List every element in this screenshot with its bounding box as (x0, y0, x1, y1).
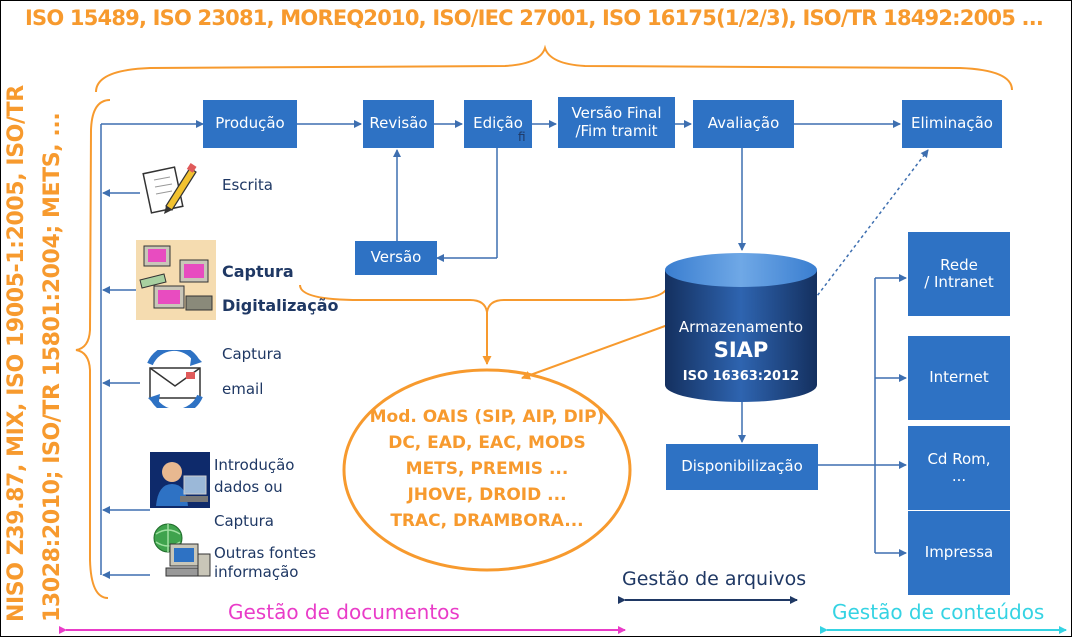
label-outras-fontes: Outras fontes (214, 544, 317, 562)
label-email: email (222, 380, 264, 398)
top-standards: ISO 15489, ISO 23081, MOREQ2010, ISO/IEC… (25, 6, 1044, 30)
oval-brace (299, 283, 669, 313)
user-computer-icon (150, 452, 210, 508)
label-digitalizacao: Digitalização (222, 296, 339, 315)
box-eliminacao: Eliminação (902, 100, 1002, 148)
preservation-oval (342, 368, 632, 572)
rede-line2: / Intranet (924, 273, 994, 291)
label-gestao-documentos: Gestão de documentos (228, 600, 460, 624)
preservation-line4: JHOVE, DROID ... (407, 485, 567, 505)
cdrom-line1: Cd Rom, (927, 449, 991, 468)
left-brace (75, 99, 111, 599)
label-captura-1: Captura (222, 262, 294, 281)
label-gestao-arquivos: Gestão de arquivos (622, 568, 807, 590)
label-escrita: Escrita (222, 176, 273, 194)
edicao-overlap-text: fi (518, 130, 526, 144)
label-gestao-conteudos: Gestão de conteúdos (832, 600, 1045, 624)
box-rede-intranet: Rede / Intranet (908, 232, 1010, 316)
box-cdrom: Cd Rom, ... (908, 426, 1010, 510)
box-versao-final: Versão Final /Fim tramit (558, 97, 675, 148)
top-brace (95, 44, 1013, 93)
label-captura-2: Captura (222, 345, 282, 363)
network-computer-icon (153, 523, 211, 577)
email-envelope-icon (147, 350, 203, 408)
box-edicao-label: Edição (473, 114, 523, 133)
storage-label: Armazenamento (678, 318, 804, 336)
cdrom-line2: ... (951, 467, 967, 485)
box-impressa: Impressa (908, 511, 1010, 595)
scanner-computers-icon (136, 240, 216, 320)
storage-siap: SIAP (713, 338, 769, 362)
storage-cylinder (665, 253, 817, 402)
versao-final-line1: Versão Final (571, 104, 662, 123)
versao-final-line2: /Fim tramit (575, 121, 658, 140)
pencil-paper-icon (142, 163, 197, 214)
rede-line1: Rede (940, 255, 978, 274)
preservation-line5: TRAC, DRAMBORA... (390, 511, 584, 531)
box-avaliacao: Avaliação (693, 100, 794, 148)
box-producao: Produção (203, 100, 297, 148)
label-informacao: informação (214, 563, 299, 581)
label-dados-ou: dados ou (214, 478, 283, 496)
box-versao: Versão (355, 241, 437, 275)
box-edicao: Edição (464, 100, 532, 148)
preservation-line2: DC, EAD, EAC, MODS (388, 433, 586, 453)
label-introducao: Introdução (214, 456, 295, 474)
left-standards-line2: 13028:2010; ISO/TR 15801:2004; METS, ... (40, 112, 65, 622)
left-standards-line1: NISO Z39.87, MIX, ISO 19005-1:2005, ISO/… (4, 85, 29, 622)
preservation-standards: Mod. OAIS (SIP, AIP, DIP) DC, EAD, EAC, … (349, 404, 625, 534)
box-disponibilizacao: Disponibilização (666, 444, 818, 490)
storage-iso: ISO 16363:2012 (682, 369, 800, 384)
preservation-line3: METS, PREMIS ... (405, 459, 569, 479)
preservation-line1: Mod. OAIS (SIP, AIP, DIP) (369, 407, 605, 427)
box-internet: Internet (908, 336, 1010, 420)
label-captura-3: Captura (214, 512, 274, 530)
box-revisao: Revisão (363, 100, 434, 148)
